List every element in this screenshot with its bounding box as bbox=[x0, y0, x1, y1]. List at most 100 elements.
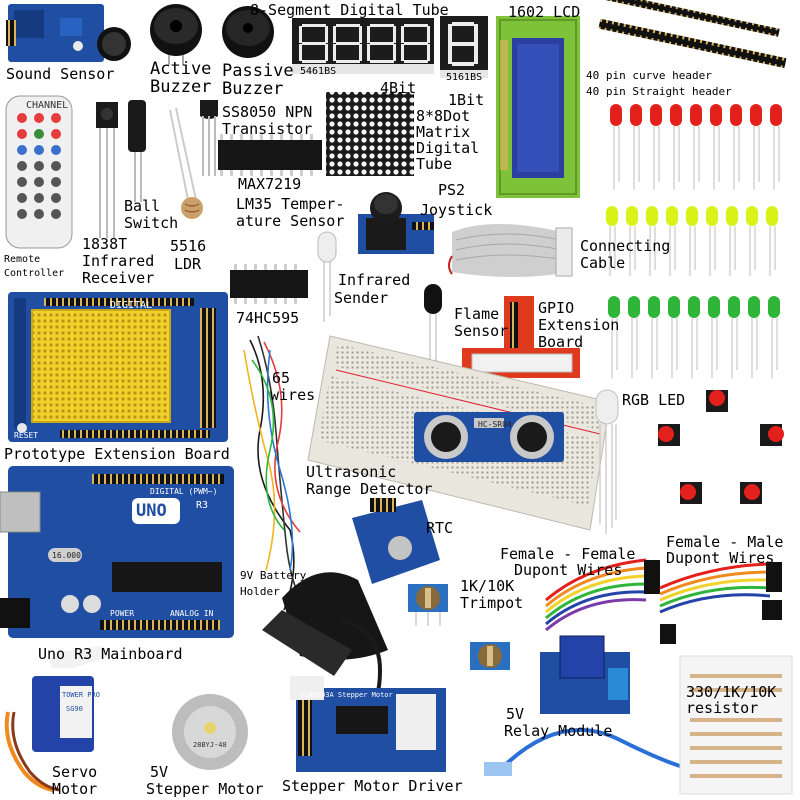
rgb-led bbox=[595, 389, 619, 534]
yellow-led-legs bbox=[609, 226, 776, 276]
label-flame-1: Flame bbox=[454, 305, 500, 323]
label-ps2-2: Joystick bbox=[420, 201, 493, 219]
push-buttons bbox=[658, 390, 784, 504]
marking-uln: ULN2003A Stepper Motor bbox=[300, 691, 393, 699]
label-uno-mainboard: Uno R3 Mainboard bbox=[38, 645, 183, 663]
label-servo-2: Motor bbox=[52, 780, 98, 798]
label-passive-buzzer-2: Buzzer bbox=[222, 79, 284, 99]
marking-uno-r3: R3 bbox=[196, 500, 209, 511]
label-npn-1: SS8050 NPN bbox=[222, 103, 313, 121]
marking-uno-power: POWER bbox=[110, 609, 135, 618]
label-ps2-1: PS2 bbox=[438, 181, 466, 199]
label-header-curve: 40 pin curve header bbox=[586, 69, 712, 82]
label-wires-2: wires bbox=[270, 386, 316, 404]
label-ff-dupont-1: Female - Female bbox=[500, 545, 636, 563]
rtc-module bbox=[352, 498, 440, 584]
label-sound-sensor: Sound Sensor bbox=[6, 65, 115, 83]
label-ff-dupont-2: Dupont Wires bbox=[514, 561, 623, 579]
marking-remote-channel: CHANNEL bbox=[26, 100, 69, 111]
label-ultrasonic-2: Range Detector bbox=[306, 480, 433, 498]
red-led-legs bbox=[613, 126, 780, 190]
label-flame-2: Sensor bbox=[454, 322, 509, 340]
label-ir-sender-1: Infrared bbox=[338, 271, 411, 289]
seven-segment-1bit bbox=[440, 16, 488, 78]
female-male-dupont-wires bbox=[659, 562, 782, 620]
marking-proto-digital: DIGITAL bbox=[110, 300, 153, 311]
label-trimpot-2: Trimpot bbox=[460, 594, 524, 612]
label-cable-2: Cable bbox=[580, 254, 626, 272]
label-max7219: MAX7219 bbox=[238, 175, 302, 193]
marking-sr04: HC-SR04 bbox=[478, 420, 512, 429]
relay-module bbox=[540, 635, 630, 714]
label-seven-segment-tube: 8-Segment Digital Tube bbox=[250, 1, 449, 19]
marking-servo-model: SG90 bbox=[66, 705, 83, 713]
ball-switch bbox=[128, 100, 146, 202]
label-lcd-1602: 1602 LCD bbox=[508, 3, 581, 21]
max7219-chip bbox=[218, 134, 322, 176]
green-led-row bbox=[608, 296, 780, 318]
marking-4bit-part: 5461BS bbox=[300, 66, 337, 77]
label-relay-1: 5V bbox=[506, 705, 525, 723]
label-stepper-motor-2: Stepper Motor bbox=[146, 780, 264, 798]
label-dot-matrix-4: Tube bbox=[416, 155, 453, 173]
label-lm35-1: LM35 Temper- bbox=[236, 195, 345, 213]
label-ir-sender-2: Sender bbox=[334, 289, 389, 307]
marking-1bit-part: 5161BS bbox=[446, 72, 483, 83]
label-dot-matrix-1: 8*8Dot bbox=[416, 107, 471, 125]
label-ir-receiver-2: Infrared bbox=[82, 252, 155, 270]
label-stepper-motor-1: 5V bbox=[150, 763, 169, 781]
label-npn-2: Transistor bbox=[222, 120, 313, 138]
ribbon-cable bbox=[448, 224, 573, 277]
label-seven-segment-4bit: 4Bit bbox=[380, 79, 417, 97]
prototype-extension-board bbox=[8, 292, 228, 442]
label-ir-receiver-3: Receiver bbox=[82, 269, 155, 287]
label-fm-dupont-1: Female - Male bbox=[666, 533, 784, 551]
label-ldr-1: 5516 bbox=[170, 237, 207, 255]
marking-servo-brand: TOWER PRO bbox=[62, 691, 100, 699]
ultrasonic-sensor bbox=[414, 412, 564, 462]
remote-controller bbox=[5, 95, 73, 249]
jumper-wires-bundle bbox=[243, 335, 307, 613]
label-remote-2: Controller bbox=[4, 268, 65, 279]
label-fm-dupont-2: Dupont Wires bbox=[666, 549, 775, 567]
label-ball-switch-2: Switch bbox=[124, 214, 179, 232]
label-dot-matrix-3: Digital bbox=[416, 139, 480, 157]
label-resistor-2: resistor bbox=[686, 699, 759, 717]
trimpot-1 bbox=[408, 584, 448, 626]
label-rtc: RTC bbox=[426, 519, 454, 537]
label-battery-1: 9V Battery bbox=[240, 569, 307, 582]
servo-motor bbox=[4, 646, 108, 792]
label-active-buzzer-2: Buzzer bbox=[150, 77, 212, 97]
label-lm35-2: ature Sensor bbox=[236, 212, 345, 230]
label-gpio-3: Board bbox=[538, 333, 584, 351]
female-female-dupont-wires bbox=[545, 558, 676, 644]
label-header-straight: 40 pin Straight header bbox=[586, 85, 732, 98]
label-gpio-2: Extension bbox=[538, 316, 620, 334]
label-ldr-2: LDR bbox=[174, 255, 202, 273]
label-wires-1: 65 bbox=[272, 369, 291, 387]
pin-headers bbox=[598, 0, 787, 69]
stepper-driver-board bbox=[290, 676, 446, 772]
label-gpio-1: GPIO bbox=[538, 299, 575, 317]
label-ultrasonic-1: Ultrasonic bbox=[306, 463, 397, 481]
seven-segment-4bit bbox=[292, 18, 434, 74]
marking-uno-analog: ANALOG IN bbox=[170, 609, 214, 618]
red-led-row bbox=[610, 104, 782, 126]
green-led-legs bbox=[611, 318, 778, 378]
battery-holder bbox=[262, 572, 388, 712]
label-relay-2: Relay Module bbox=[504, 722, 613, 740]
label-resistor-1: 330/1K/10K bbox=[686, 683, 777, 701]
yellow-led-row bbox=[606, 206, 778, 226]
label-proto-board: Prototype Extension Board bbox=[4, 445, 230, 463]
label-stepper-driver: Stepper Motor Driver bbox=[282, 777, 463, 795]
label-ball-switch-1: Ball bbox=[124, 197, 161, 215]
label-74hc595: 74HC595 bbox=[236, 309, 300, 327]
infrared-sender bbox=[317, 231, 337, 322]
label-seven-segment-1bit: 1Bit bbox=[448, 91, 485, 109]
npn-transistor bbox=[200, 100, 218, 176]
marking-uno-clock: 16.000 bbox=[52, 551, 81, 560]
ldr bbox=[169, 107, 203, 219]
sound-sensor-module bbox=[6, 4, 131, 62]
label-servo-1: Servo bbox=[52, 763, 98, 781]
